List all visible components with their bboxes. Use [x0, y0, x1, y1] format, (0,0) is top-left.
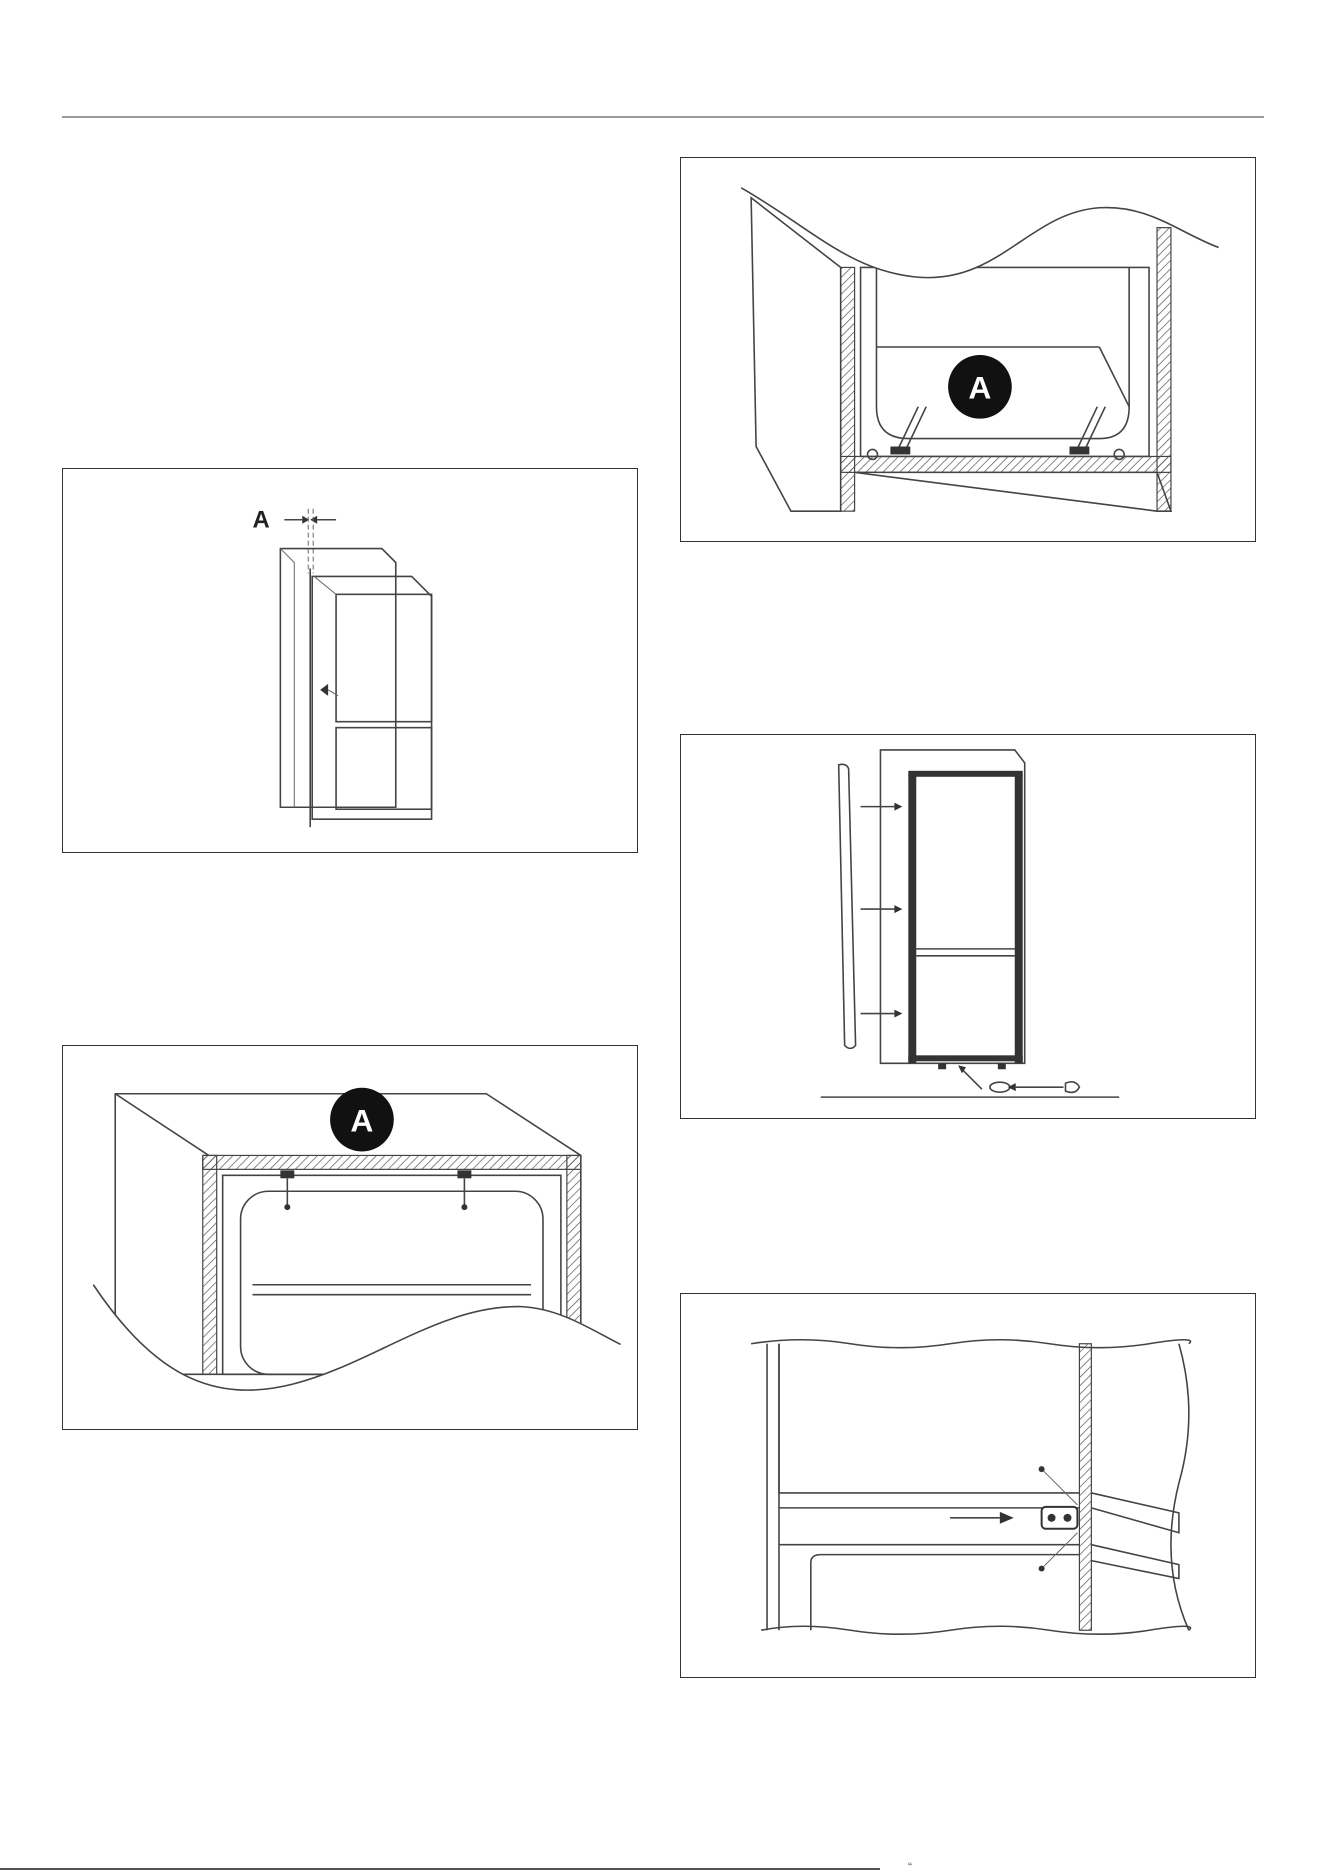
figure-top-fixing-drawing: A — [63, 1046, 637, 1429]
gap-arrowhead-right — [310, 516, 317, 524]
figure-middle-bracket — [680, 1293, 1256, 1678]
cabinet-top-edge — [115, 1094, 209, 1156]
figure-middle-bracket-drawing — [681, 1294, 1255, 1677]
figure-gap-a: A — [62, 468, 638, 853]
figure-gap-a-drawing: A — [63, 469, 637, 852]
fridge-top-frame — [908, 771, 1022, 777]
screw-left-icon — [890, 407, 926, 455]
fridge-right-frame — [1015, 775, 1023, 1063]
lower-door-liner — [811, 1555, 1080, 1631]
crisper-edge — [1099, 347, 1129, 407]
cabinet-left-side — [751, 198, 841, 511]
fridge-outline — [312, 576, 431, 819]
screw-right-icon — [1069, 407, 1105, 455]
cap-icon — [990, 1082, 1010, 1092]
cutaway-mask — [93, 1285, 620, 1429]
base-edge — [855, 472, 1171, 511]
left-panel-hatch — [203, 1155, 217, 1374]
hinge-bracket-icon — [1042, 1507, 1078, 1529]
insert-arrow-icon — [950, 1512, 1014, 1524]
lower-door — [336, 728, 432, 810]
cabinet-edge — [280, 549, 294, 563]
callout-a: A — [350, 1103, 373, 1139]
figure-bottom-fixing-drawing: A — [681, 158, 1255, 541]
side-panel-upper — [1091, 1493, 1179, 1533]
arrow-top-icon — [861, 803, 903, 811]
callout-a: A — [968, 370, 991, 406]
figure-side-trim-drawing — [681, 735, 1255, 1118]
fridge-bottom-frame — [908, 1055, 1022, 1061]
cabinet-outline — [280, 549, 395, 808]
header-rule — [62, 116, 1264, 118]
leader-line — [962, 1069, 982, 1089]
fridge-bottom-frame — [861, 267, 1149, 456]
top-panel-hatch — [203, 1155, 581, 1169]
screw-bottom-icon — [1039, 1533, 1078, 1572]
right-cut-line — [1171, 1344, 1189, 1631]
bracket-right-icon — [457, 1170, 471, 1210]
gap-label: A — [253, 507, 270, 534]
fridge-left-frame — [908, 775, 916, 1063]
bottom-cut-line — [761, 1626, 1190, 1634]
cabinet-outline — [880, 750, 1024, 1063]
screw-top-icon — [1039, 1466, 1078, 1505]
screw-cap-icon — [1065, 1082, 1079, 1093]
figure-top-fixing: A — [62, 1045, 638, 1430]
left-wall-hatch — [841, 267, 855, 511]
fridge-inner-liner — [876, 267, 1129, 438]
trim-strip — [839, 764, 856, 1048]
bracket-left-icon — [280, 1170, 294, 1210]
arrow-bottom-icon — [861, 1010, 903, 1018]
side-arrow-icon — [320, 684, 328, 696]
side-panel-lower — [1091, 1545, 1179, 1579]
foot-icon-2 — [998, 1063, 1006, 1069]
upper-door — [336, 594, 432, 721]
top-cut-line — [751, 1340, 1190, 1348]
footer-rule — [0, 1868, 880, 1870]
foot-icon — [938, 1063, 946, 1069]
figure-side-trim — [680, 734, 1256, 1119]
centre-post-hatch — [1079, 1344, 1091, 1631]
figure-bottom-fixing: A — [680, 157, 1256, 542]
fridge-top-edge — [314, 576, 336, 594]
arrow-middle-icon — [861, 905, 903, 913]
cutaway-mask — [741, 158, 1219, 278]
